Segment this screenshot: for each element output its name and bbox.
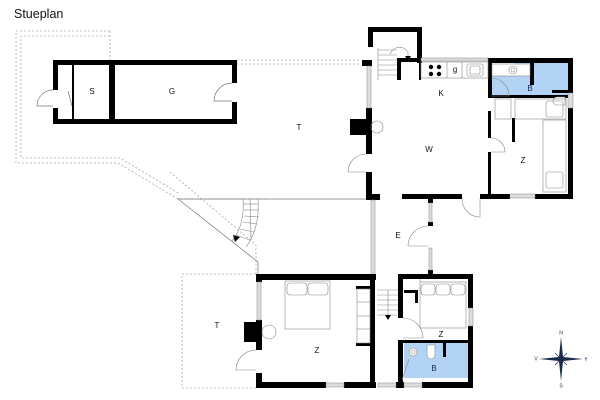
bedroom-ne-furniture bbox=[490, 98, 567, 193]
compass-east: e bbox=[585, 356, 588, 362]
door-living-south[interactable] bbox=[461, 198, 481, 218]
bedroom-south-furniture bbox=[235, 280, 371, 371]
stairs-south bbox=[377, 289, 398, 317]
main-house-walls-north bbox=[350, 27, 573, 200]
fridge-label: g bbox=[453, 65, 457, 74]
stair-arrow-south-icon bbox=[385, 315, 391, 320]
room-label-bath-north: B bbox=[527, 84, 532, 93]
door-living-west[interactable] bbox=[347, 153, 367, 173]
compass-south: S bbox=[559, 383, 563, 389]
entrance-windows bbox=[370, 199, 433, 275]
stove-icon bbox=[428, 64, 442, 77]
kitchen-counter bbox=[420, 61, 489, 79]
room-label-bath-south: B bbox=[431, 364, 436, 373]
room-label-terrace-north: T bbox=[297, 123, 302, 132]
room-label-storage: S bbox=[89, 87, 94, 96]
windows-south bbox=[256, 281, 474, 388]
room-label-terrace-south: T bbox=[215, 321, 220, 330]
entrance-walls bbox=[370, 194, 433, 275]
room-label-bedroom-se: Z bbox=[439, 330, 444, 339]
room-label-bedroom-south: Z bbox=[315, 346, 320, 355]
stove-round-icon bbox=[370, 120, 384, 134]
room-label-entrance: E bbox=[395, 231, 400, 240]
bath-south-fixtures bbox=[401, 344, 436, 381]
compass-west: V bbox=[534, 356, 538, 362]
room-label-living: W bbox=[425, 145, 433, 154]
bathroom-south-floor bbox=[404, 342, 468, 378]
door-entrance[interactable] bbox=[407, 225, 429, 247]
compass-north: N bbox=[559, 330, 563, 336]
stair-arrow-outdoor-icon bbox=[233, 235, 240, 242]
room-label-garage: G bbox=[169, 87, 175, 96]
terrace-outline-north bbox=[15, 30, 360, 200]
plan-title: Stueplan bbox=[14, 7, 64, 21]
chimney-south bbox=[244, 322, 258, 342]
stair-arrow-north-icon bbox=[405, 56, 411, 61]
windows-north bbox=[366, 57, 574, 199]
room-label-bedroom-ne: Z bbox=[521, 156, 526, 165]
terrace-outline-south bbox=[169, 171, 257, 389]
outbuilding bbox=[53, 60, 237, 124]
stairs-north bbox=[377, 46, 409, 80]
terrace-edge-lines bbox=[177, 198, 370, 274]
south-block-walls bbox=[256, 274, 473, 388]
outdoor-stairs bbox=[231, 198, 260, 248]
compass-rose-icon: N S e V bbox=[534, 330, 587, 389]
bedroom-se-furniture bbox=[402, 279, 467, 339]
outbuilding-doors bbox=[36, 82, 233, 107]
room-label-kitchen: K bbox=[438, 89, 444, 98]
